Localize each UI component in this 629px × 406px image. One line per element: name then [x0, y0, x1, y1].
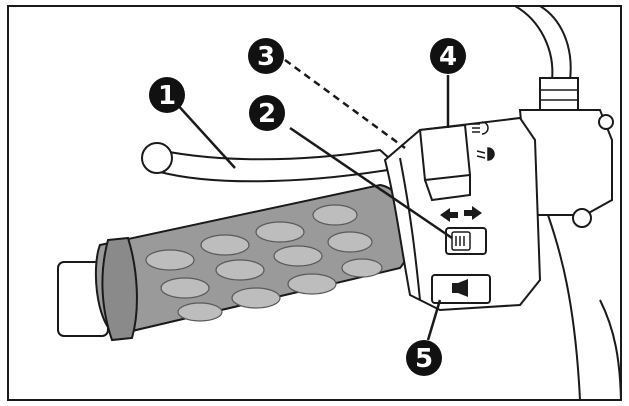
fairing-edge: [599, 299, 622, 401]
lever-tip: [141, 142, 173, 174]
callout-3: 3: [248, 38, 284, 74]
callout-5-number: 5: [415, 344, 433, 374]
clamp-bolt-top: [598, 114, 614, 130]
leader-line-2: [289, 126, 453, 240]
callout-2-number: 2: [258, 99, 276, 129]
callout-1: 1: [149, 77, 185, 113]
turn-right-arrow-icon: [464, 206, 482, 220]
leader-line-1: [174, 101, 236, 169]
leader-line-5: [426, 299, 442, 341]
horn-icon: [452, 279, 468, 297]
housing-inner-edge: [399, 157, 421, 301]
turn-switch-knob: [451, 231, 471, 251]
headlight-dimmer-switch: [418, 123, 472, 182]
leader-line-3: [284, 58, 406, 150]
mirror-stem-nut: [539, 77, 579, 113]
handlebar-tube: [547, 214, 581, 401]
callout-4-number: 4: [439, 42, 457, 72]
callout-4: 4: [430, 38, 466, 74]
callout-2: 2: [249, 95, 285, 131]
clamp-bolt: [572, 208, 592, 228]
callout-5: 5: [406, 340, 442, 376]
grip-flange: [101, 236, 138, 342]
high-beam-icon: [472, 121, 489, 135]
grip-pattern: [145, 204, 383, 322]
dimmer-base: [424, 175, 471, 202]
turn-left-arrow-icon: [440, 208, 458, 222]
low-beam-icon: [476, 147, 495, 161]
callout-3-number: 3: [257, 42, 275, 72]
callout-1-number: 1: [158, 81, 176, 111]
